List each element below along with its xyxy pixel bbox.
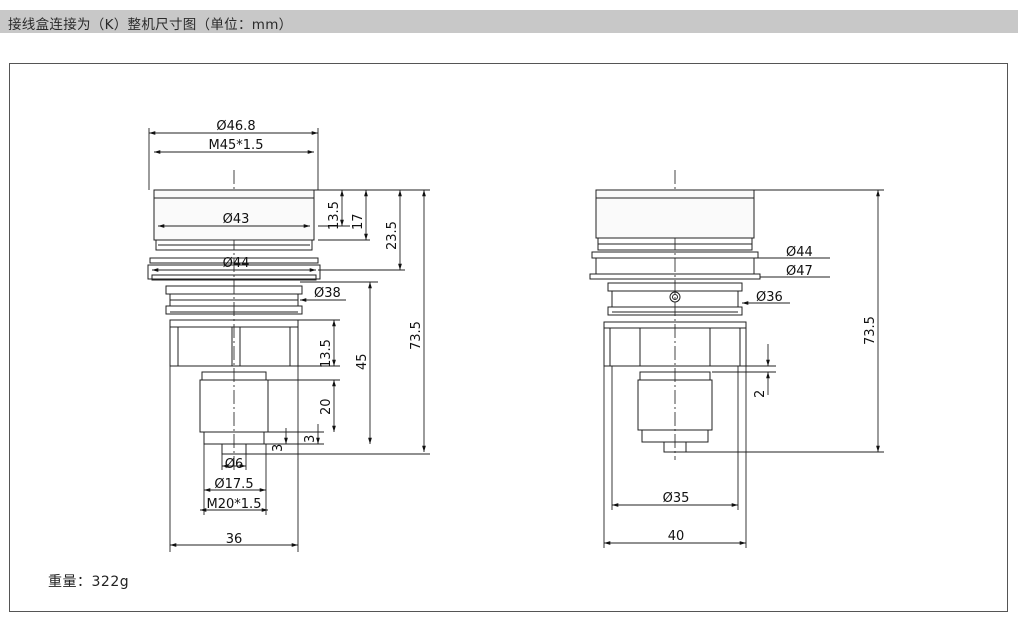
- label-73-5-right: 73.5: [863, 316, 878, 345]
- label-m20: M20*1.5: [207, 497, 262, 512]
- label-36: 36: [226, 532, 243, 547]
- label-20: 20: [319, 398, 334, 415]
- label-2-right: 2: [753, 390, 768, 398]
- label-d44-right: Ø44: [786, 245, 813, 260]
- left-view-dimensions: [148, 128, 430, 552]
- page-title: 接线盒连接为（K）整机尺寸图（单位：mm）: [8, 17, 293, 33]
- label-d36-right: Ø36: [756, 290, 783, 305]
- label-73-5-left: 73.5: [409, 321, 424, 350]
- label-17: 17: [351, 213, 366, 230]
- title-bar: 接线盒连接为（K）整机尺寸图（单位：mm）: [0, 10, 1018, 33]
- label-13-5-hex: 13.5: [319, 339, 334, 368]
- label-3a: 3: [303, 435, 318, 443]
- label-13-5-top: 13.5: [327, 201, 342, 230]
- right-view-labels: Ø44 Ø47 Ø36 73.5 2 Ø35 40: [663, 245, 878, 544]
- label-d43: Ø43: [223, 212, 250, 227]
- right-view-dimensions: [592, 189, 884, 548]
- drawing-frame: [9, 63, 1008, 612]
- label-23-5: 23.5: [385, 221, 400, 250]
- right-view: [589, 170, 761, 460]
- label-d35-right: Ø35: [663, 491, 690, 506]
- label-3b: 3: [271, 444, 286, 452]
- label-d47-right: Ø47: [786, 264, 813, 279]
- label-40-right: 40: [668, 529, 685, 544]
- label-d46-8: Ø46.8: [216, 119, 255, 134]
- label-m45: M45*1.5: [209, 138, 264, 153]
- label-d6: Ø6: [225, 457, 244, 472]
- label-d38: Ø38: [314, 286, 341, 301]
- label-45: 45: [355, 353, 370, 370]
- left-view-labels: Ø46.8 M45*1.5 Ø43 Ø44 Ø38 13.5 17 23.5 7…: [207, 119, 424, 547]
- label-d44: Ø44: [223, 256, 250, 271]
- weight-label: 重量：322g: [48, 574, 130, 590]
- label-d17-5: Ø17.5: [214, 477, 253, 492]
